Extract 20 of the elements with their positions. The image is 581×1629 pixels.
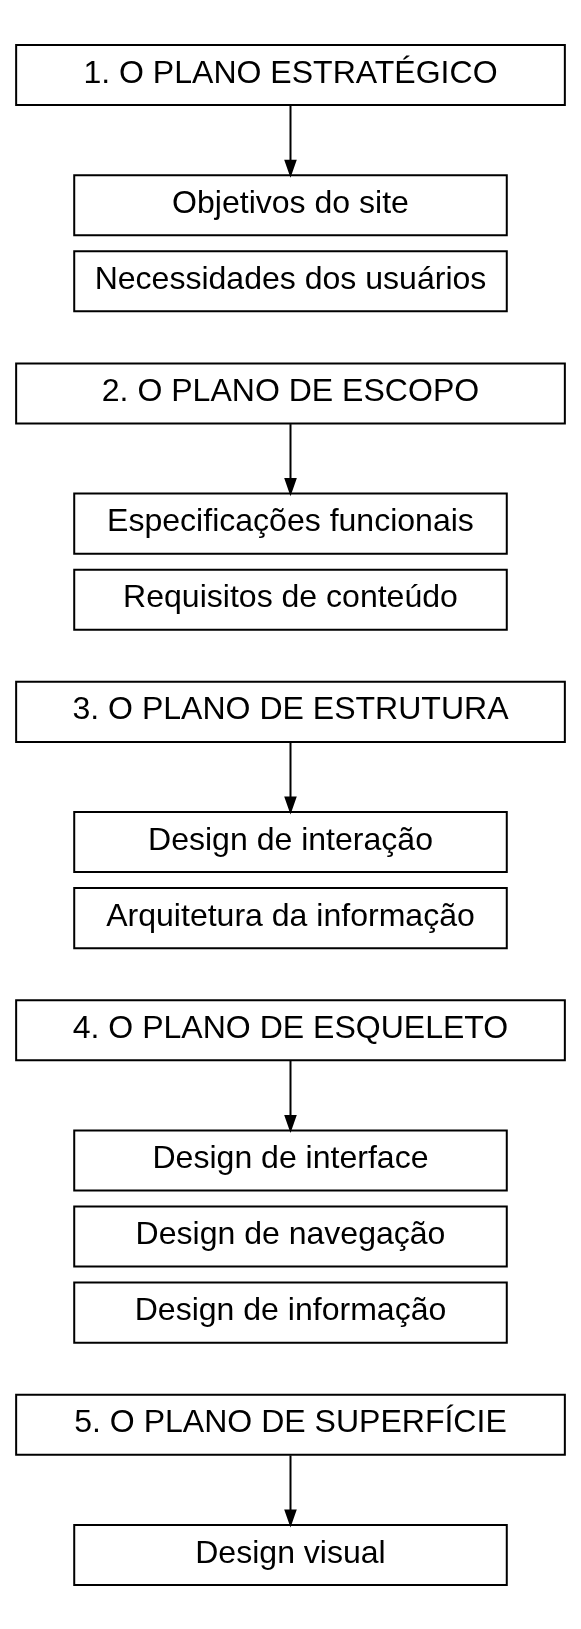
node-box: Design de interação	[73, 810, 508, 873]
node-box: Design de interface	[73, 1128, 508, 1191]
arrow	[284, 741, 297, 815]
node-box: 5. O PLANO DE SUPERFÍCIE	[15, 1393, 566, 1456]
node-box: Design de navegação	[73, 1205, 508, 1268]
node-box: Design visual	[73, 1523, 508, 1586]
node-box: 3. O PLANO DE ESTRUTURA	[15, 680, 566, 743]
node-box: 1. O PLANO ESTRATÉGICO	[15, 43, 566, 106]
node-box: Objetivos do site	[73, 173, 508, 236]
arrow	[284, 104, 297, 178]
arrow	[284, 1453, 297, 1527]
node-box: Especificações funcionais	[73, 492, 508, 555]
node-box: Requisitos de conteúdo	[73, 568, 508, 631]
node-box: Necessidades dos usuários	[73, 249, 508, 312]
node-box: Arquitetura da informação	[73, 886, 508, 949]
node-box: Design de informação	[73, 1281, 508, 1344]
arrow	[284, 1059, 297, 1133]
node-box: 2. O PLANO DE ESCOPO	[15, 361, 566, 424]
node-box: 4. O PLANO DE ESQUELETO	[15, 998, 566, 1061]
arrow	[284, 422, 297, 496]
